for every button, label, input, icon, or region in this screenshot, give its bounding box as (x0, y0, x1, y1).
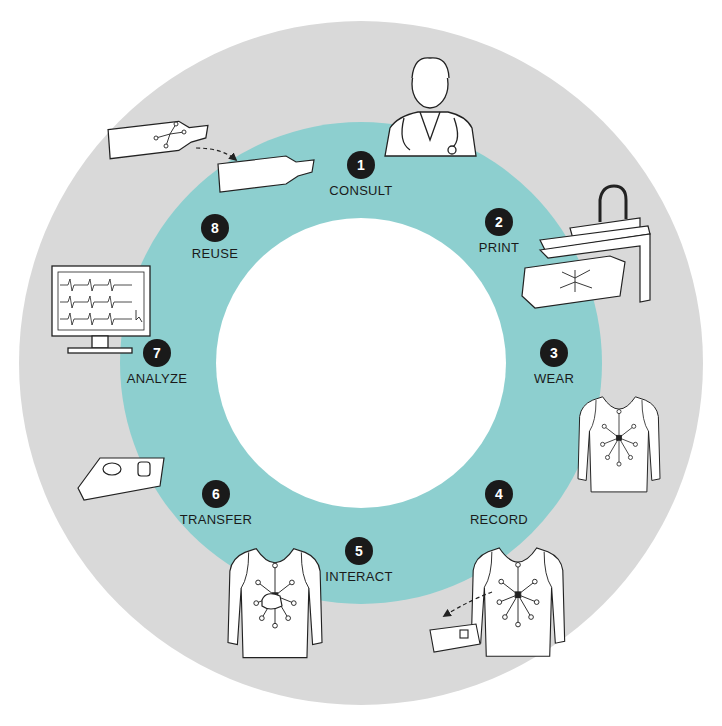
eject-arrow (444, 592, 492, 616)
process-step: 5INTERACT (325, 537, 392, 584)
step-number: 8 (201, 214, 229, 242)
step-label: WEAR (534, 371, 574, 386)
process-step: 2PRINT (479, 208, 520, 255)
step-label: PRINT (479, 240, 520, 255)
process-step: 8REUSE (192, 214, 238, 261)
step-label: INTERACT (325, 569, 392, 584)
outer-ring (19, 21, 703, 705)
process-step: 6TRANSFER (180, 480, 252, 527)
step-number: 2 (485, 208, 513, 236)
interact-shirt (228, 549, 322, 658)
step-label: CONSULT (329, 183, 392, 198)
doctor-icon (385, 58, 476, 156)
recorder-card (430, 624, 480, 652)
recording-shirt (471, 548, 564, 656)
step-label: TRANSFER (180, 512, 252, 527)
heat-press (522, 186, 650, 308)
process-step: 4RECORD (470, 480, 528, 527)
step-label: ANALYZE (127, 371, 187, 386)
step-number: 5 (345, 537, 373, 565)
ring-hole (216, 218, 506, 508)
hand (262, 594, 282, 609)
process-step: 3WEAR (534, 339, 574, 386)
step-number: 4 (485, 480, 513, 508)
step-number: 7 (143, 339, 171, 367)
step-number: 1 (347, 151, 375, 179)
step-number: 6 (202, 480, 230, 508)
memory-card (78, 458, 164, 500)
process-step: 7ANALYZE (127, 339, 187, 386)
worn-shirt (578, 397, 660, 492)
monitor (52, 266, 150, 353)
step-number: 3 (540, 339, 568, 367)
step-label: RECORD (470, 512, 528, 527)
process-step: 1CONSULT (329, 151, 392, 198)
process-ring (120, 122, 602, 604)
reuse-shirts (108, 121, 314, 192)
step-label: REUSE (192, 246, 238, 261)
